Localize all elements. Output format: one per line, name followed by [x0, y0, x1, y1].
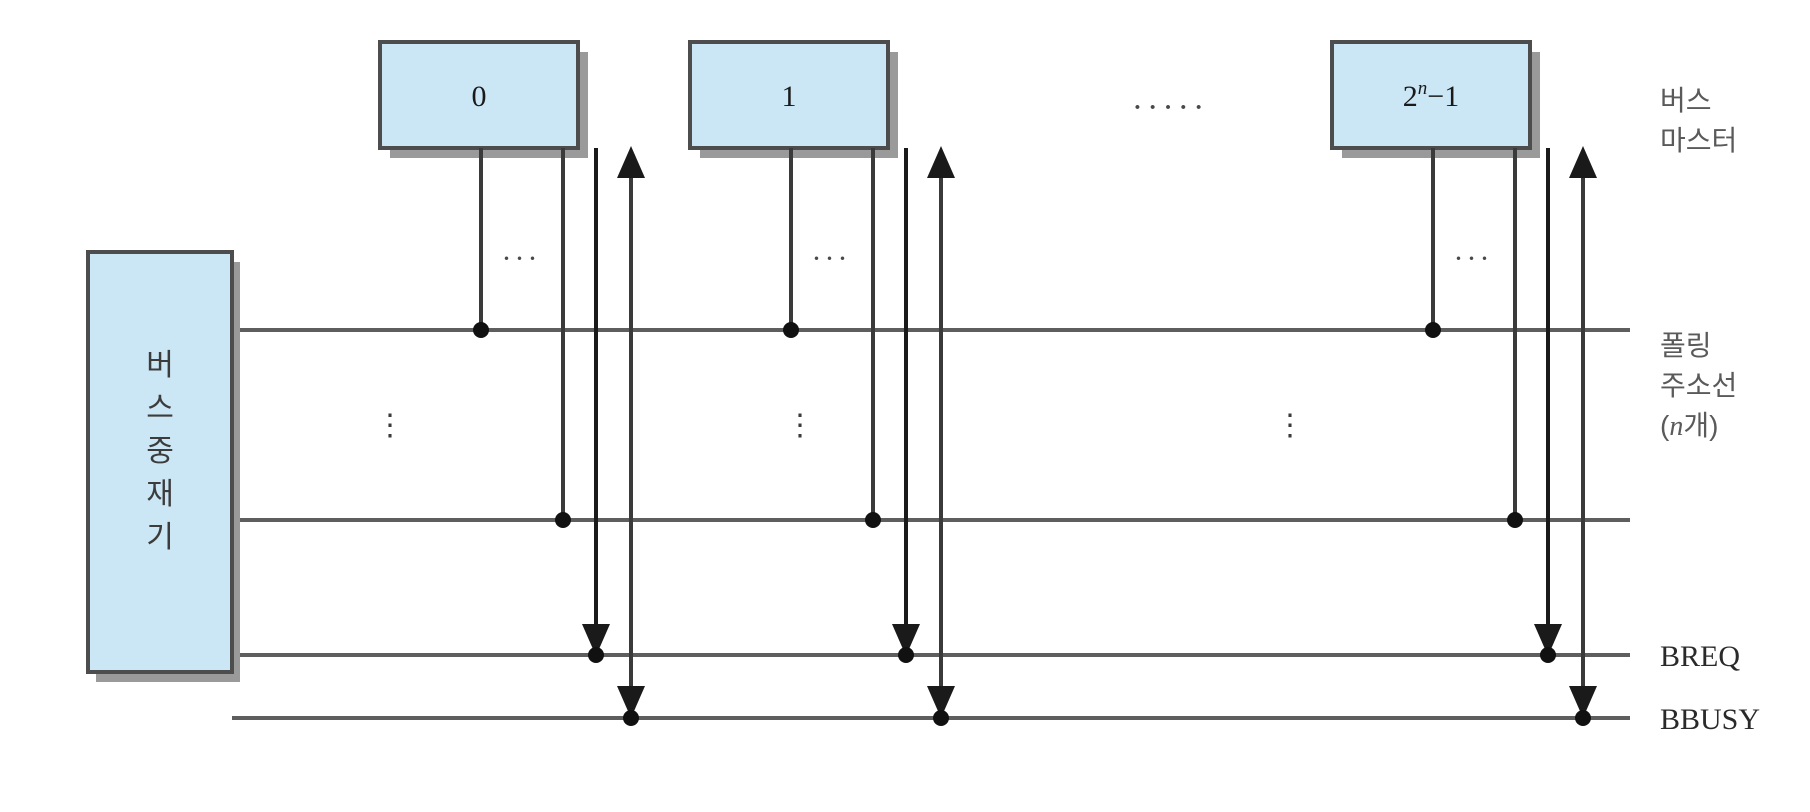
bus-master-0-label: 0	[472, 80, 487, 113]
bus-master-1-breq-dot	[898, 647, 914, 663]
polling-ellipsis-0: ⋮	[375, 409, 405, 442]
bus-master-0-breq-dot	[588, 647, 604, 663]
bus-master-n[interactable]: 2n−1	[1330, 40, 1540, 158]
bus-master-n-label: 2n−1	[1403, 78, 1459, 113]
bus-master-1-box	[688, 40, 890, 150]
bus-master-n-connections: ···	[1425, 146, 1597, 726]
side-label-bbusy: BBUSY	[1660, 703, 1760, 736]
bus-arbiter[interactable]: 버 스 중 재 기	[86, 250, 240, 682]
bus-master-n-bbusy-mid-arrowhead	[1569, 686, 1597, 718]
bus-master-0-breq-arrowhead	[582, 624, 610, 656]
bus-master-0-polling-top-dot	[473, 322, 489, 338]
side-label-bus-master: 버스 마스터	[1660, 85, 1737, 156]
bus-master-n-bbusy-dot	[1575, 710, 1591, 726]
bus-master-1-breq-arrowhead	[892, 624, 920, 656]
bus-master-0-stub-ellipsis: ···	[502, 242, 541, 275]
polling-vertical-ellipses: ⋮ ⋮ ⋮	[375, 409, 1305, 442]
bus-master-n-stub-ellipsis: ···	[1454, 242, 1493, 275]
side-label-polling-line-0: 폴링	[1660, 330, 1712, 361]
side-label-polling-address-lines: 폴링 주소선 (n개)	[1660, 330, 1737, 442]
bus-master-0[interactable]: 0	[378, 40, 588, 158]
bus-master-n-breq-dot	[1540, 647, 1556, 663]
bus-master-1-bbusy-mid-arrowhead	[927, 686, 955, 718]
bus-arbiter-label-char-1: 스	[146, 392, 174, 425]
side-label-bus-master-line-1: 마스터	[1660, 125, 1737, 156]
bus-master-n-bbusy-arrowhead	[1569, 146, 1597, 178]
bus-master-1-polling-bottom-dot	[865, 512, 881, 528]
bus-master-0-bbusy-arrowhead	[617, 146, 645, 178]
bus-master-n-box	[1330, 40, 1532, 150]
masters-ellipsis: ·····	[1132, 89, 1209, 126]
bus-arbiter-label-char-3: 재	[146, 478, 174, 511]
bus-arbiter-label-char-2: 중	[146, 435, 174, 468]
bus-master-n-polling-top-dot	[1425, 322, 1441, 338]
bus-master-1[interactable]: 1	[688, 40, 898, 158]
bus-master-0-connections: ···	[473, 146, 645, 726]
bus-master-0-bbusy-dot	[623, 710, 639, 726]
bus-arbiter-label-char-0: 버	[146, 349, 174, 382]
bus-master-1-bbusy-dot	[933, 710, 949, 726]
bus-master-0-box	[378, 40, 580, 150]
side-label-breq: BREQ	[1660, 640, 1740, 673]
polling-ellipsis-1: ⋮	[785, 409, 815, 442]
bus-lines	[232, 328, 1630, 720]
bus-master-n-label-superscript: n	[1418, 78, 1428, 99]
bus-arbiter-label-char-4: 기	[146, 521, 174, 554]
bus-master-0-bbusy-mid-arrowhead	[617, 686, 645, 718]
bus-master-1-bbusy-arrowhead	[927, 146, 955, 178]
bus-master-n-polling-bottom-dot	[1507, 512, 1523, 528]
bus-master-1-label: 1	[782, 80, 797, 113]
bus-master-1-connections: ···	[783, 146, 955, 726]
bus-master-n-label-suffix: −1	[1427, 80, 1459, 113]
polling-ellipsis-2: ⋮	[1275, 409, 1305, 442]
bus-master-1-stub-ellipsis: ···	[812, 242, 851, 275]
bus-master-1-polling-top-dot	[783, 322, 799, 338]
bus-master-n-label-prefix: 2	[1403, 80, 1418, 113]
side-label-polling-line-2: (n개)	[1660, 410, 1718, 442]
bus-arbiter-box	[86, 250, 234, 674]
side-label-bus-master-line-0: 버스	[1660, 85, 1712, 116]
bus-master-n-breq-arrowhead	[1534, 624, 1562, 656]
bus-master-0-polling-bottom-dot	[555, 512, 571, 528]
side-label-polling-line-1: 주소선	[1660, 370, 1737, 401]
